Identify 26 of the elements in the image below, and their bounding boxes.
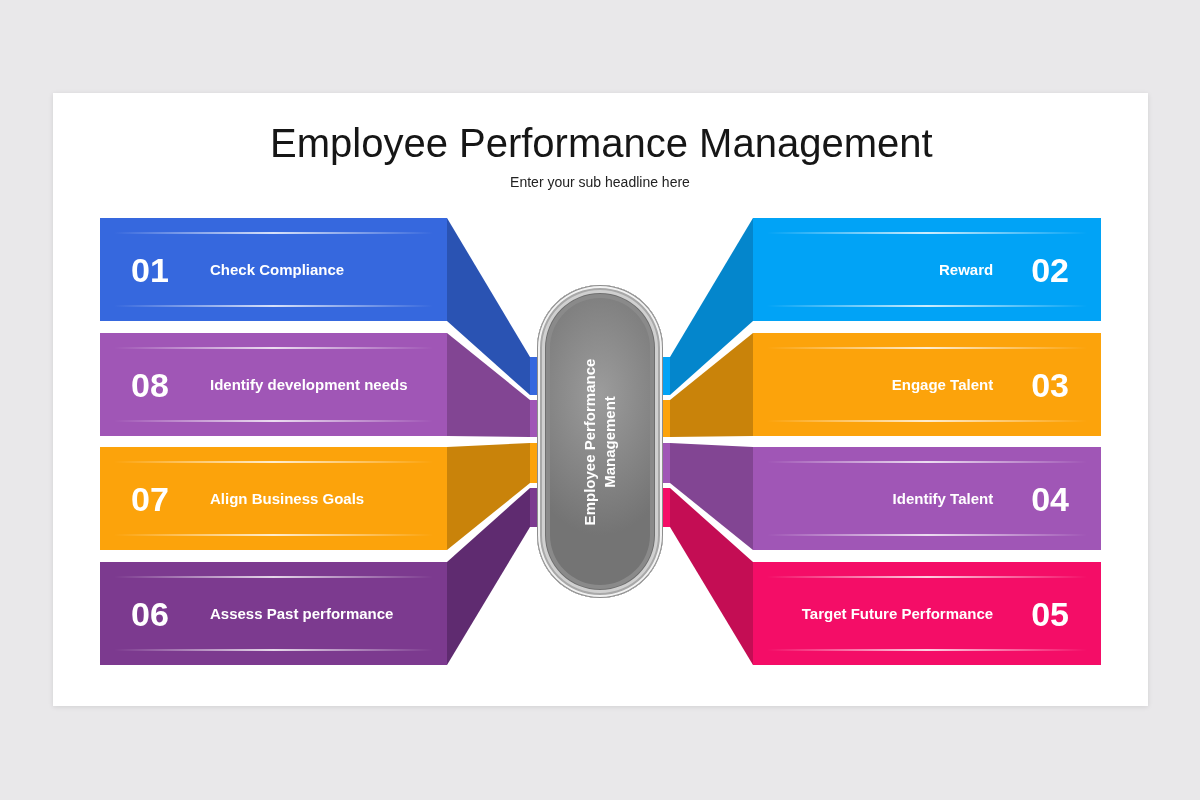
- step-banner: [100, 447, 447, 550]
- step-label: Engage Talent: [891, 374, 994, 395]
- step-number: 06: [131, 593, 170, 634]
- hub-label: Employee Performance Management: [580, 357, 619, 527]
- step-label: Check Compliance: [210, 259, 345, 280]
- step-label: Align Business Goals: [210, 488, 365, 509]
- step-label: Reward: [939, 259, 994, 280]
- step-number: 04: [1031, 478, 1069, 519]
- step-number: 07: [131, 478, 170, 519]
- step-banner: [753, 562, 1101, 665]
- step-banner: [753, 447, 1101, 550]
- step-number: 05: [1031, 593, 1069, 634]
- step-banner: [753, 333, 1101, 436]
- step-number: 03: [1031, 364, 1069, 405]
- step-number: 01: [131, 249, 170, 290]
- step-label: Identify development needs: [210, 374, 408, 395]
- step-banner: [100, 562, 447, 665]
- step-label: Assess Past performance: [210, 603, 394, 624]
- step-banner: [100, 333, 447, 436]
- subtitle: Enter your sub headline here: [509, 174, 691, 190]
- step-banner: [753, 218, 1101, 321]
- step-number: 02: [1031, 249, 1069, 290]
- step-label: Target Future Performance: [801, 603, 994, 624]
- step-label: Identify Talent: [892, 488, 994, 509]
- step-number: 08: [131, 364, 170, 405]
- step-banner: [100, 218, 447, 321]
